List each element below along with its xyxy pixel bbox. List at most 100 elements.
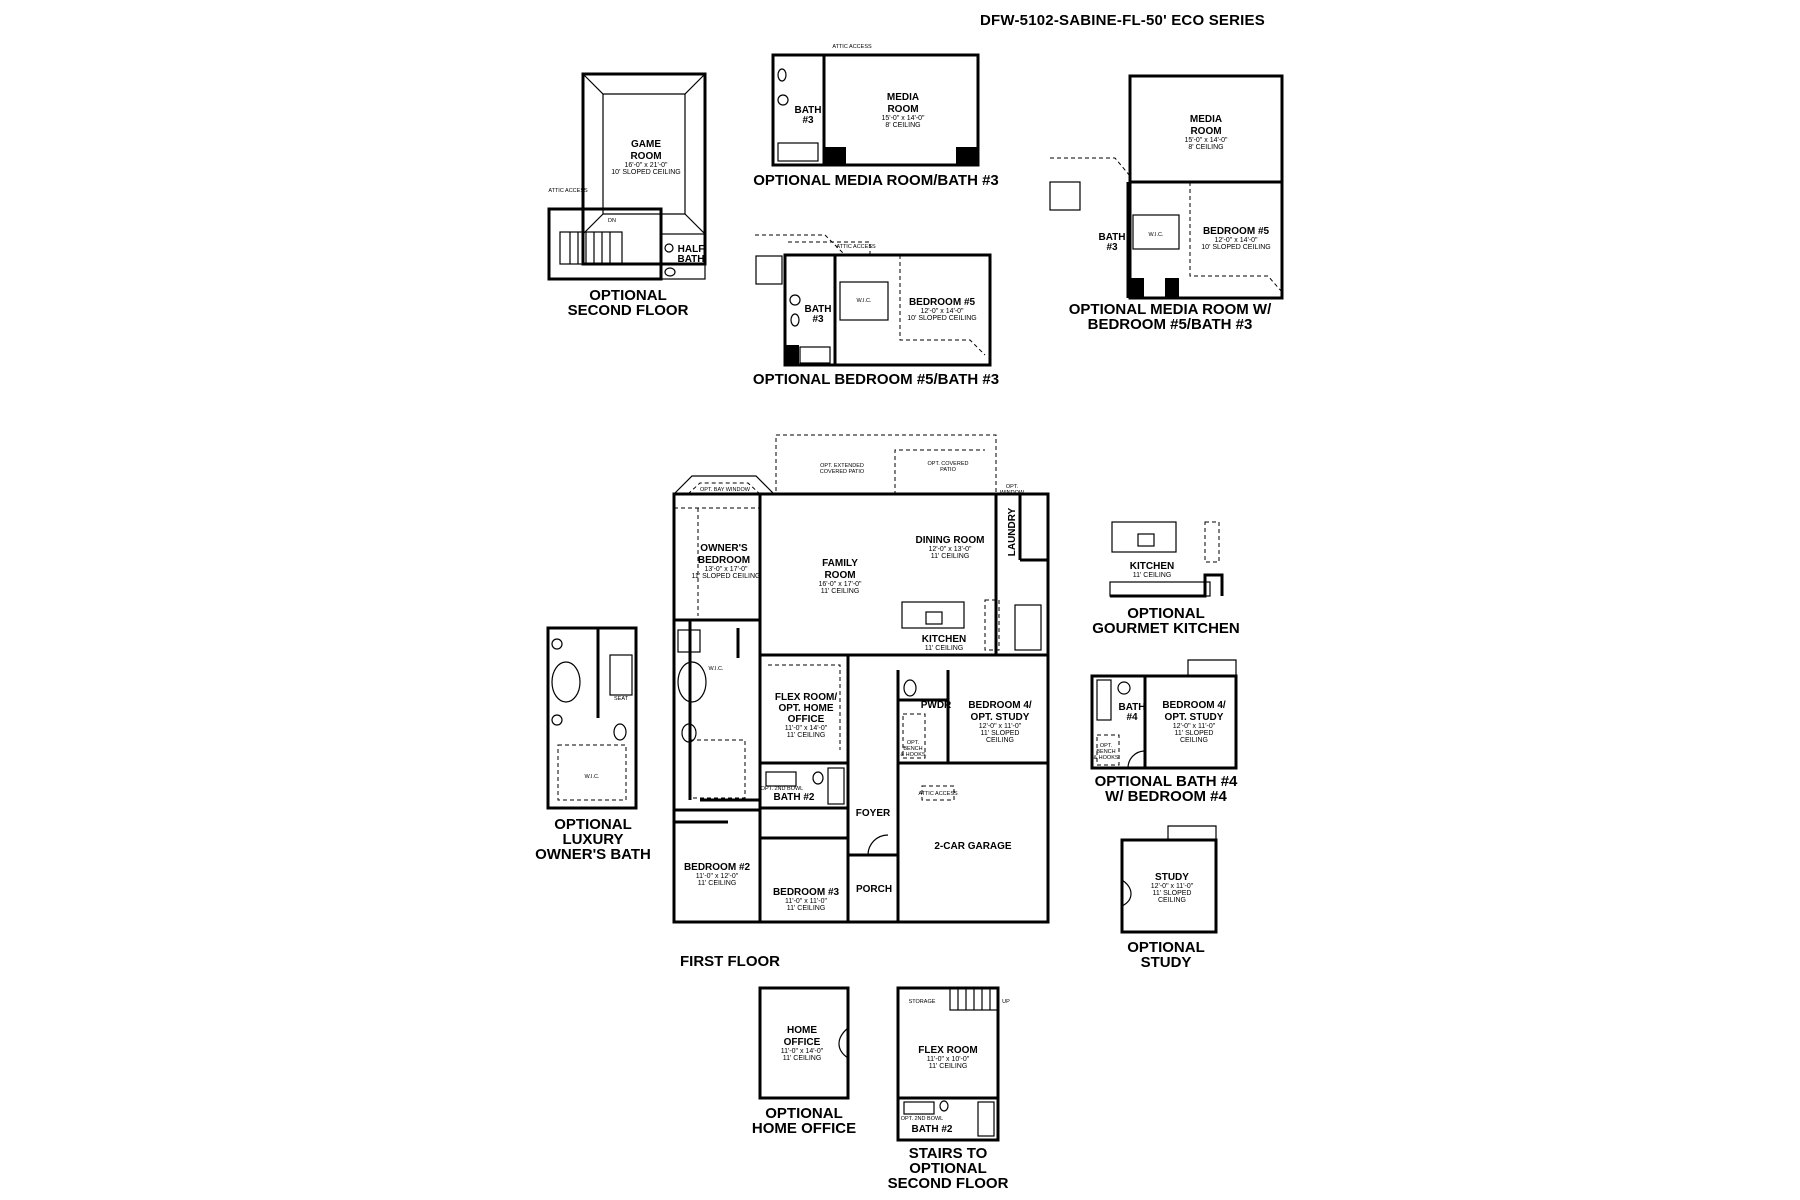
svg-text:CEILING: CEILING	[986, 737, 1014, 744]
svg-text:BEDROOM: BEDROOM	[698, 555, 750, 566]
svg-text:OFFICE: OFFICE	[784, 1037, 821, 1048]
svg-text:10' SLOPED CEILING: 10' SLOPED CEILING	[611, 169, 680, 176]
dining-room-label: DINING ROOM	[916, 535, 985, 546]
svg-text:11' CEILING: 11' CEILING	[931, 553, 970, 560]
flex-office-label: FLEX ROOM/	[775, 692, 837, 703]
svg-text:10' SLOPED CEILING: 10' SLOPED CEILING	[907, 315, 976, 322]
svg-text:11' CEILING: 11' CEILING	[783, 1055, 822, 1062]
seat-label: SEAT	[614, 696, 629, 702]
caption-gourmet-kitchen: OPTIONAL	[1127, 605, 1205, 622]
svg-text:11' SLOPED: 11' SLOPED	[1153, 890, 1192, 897]
svg-text:W.I.C.: W.I.C.	[585, 774, 600, 780]
svg-text:10' SLOPED CEILING: 10' SLOPED CEILING	[1201, 244, 1270, 251]
svg-text:W.I.C.: W.I.C.	[709, 666, 724, 672]
svg-text:11' SLOPED CEILING: 11' SLOPED CEILING	[692, 573, 761, 580]
svg-text:11'-0" x 14'-0": 11'-0" x 14'-0"	[785, 725, 828, 732]
bedroom3-label: BEDROOM #3	[773, 887, 840, 898]
svg-text:11'-0" x 10'-0": 11'-0" x 10'-0"	[927, 1056, 970, 1063]
home-office-label: HOME	[787, 1025, 817, 1036]
caption-media-bed5: OPTIONAL MEDIA ROOM W/	[1069, 301, 1272, 318]
svg-text:CEILING: CEILING	[1158, 897, 1186, 904]
svg-text:OPT.: OPT.	[1100, 743, 1113, 749]
flex-room-label: FLEX ROOM	[918, 1045, 977, 1056]
first-floor-plan: OPT. BAY WINDOW OPT. EXTENDED COVERED PA…	[672, 434, 1050, 970]
caption-second-floor: OPTIONAL	[589, 287, 667, 304]
optional-home-office-plan: HOME OFFICE 11'-0" x 14'-0" 11' CEILING …	[752, 986, 856, 1137]
caption-bed5-bath3: OPTIONAL BEDROOM #5/BATH #3	[753, 371, 999, 388]
garage-label: 2-CAR GARAGE	[934, 841, 1012, 852]
svg-text:OPT. 2ND BOWL: OPT. 2ND BOWL	[761, 786, 803, 792]
svg-text:8' CEILING: 8' CEILING	[885, 122, 920, 129]
porch-label: PORCH	[856, 884, 892, 895]
laundry-label: LAUNDRY	[1007, 507, 1018, 556]
kitchen-b-label: KITCHEN	[1130, 561, 1174, 572]
svg-text:SECOND FLOOR: SECOND FLOOR	[888, 1175, 1009, 1192]
caption-stairs: STAIRS TO	[909, 1145, 988, 1162]
svg-text:13'-0" x 17'-0": 13'-0" x 17'-0"	[704, 566, 748, 573]
svg-text:OPTIONAL: OPTIONAL	[909, 1160, 987, 1177]
svg-text:11' CEILING: 11' CEILING	[821, 588, 860, 595]
pwdr-label: PWDR	[921, 700, 952, 711]
media-room-b-label: MEDIA	[1190, 114, 1222, 125]
svg-text:11'-0" x 14'-0": 11'-0" x 14'-0"	[781, 1048, 824, 1055]
svg-text:11' CEILING: 11' CEILING	[698, 880, 737, 887]
svg-text:#3: #3	[802, 115, 814, 126]
svg-text:& HOOKS: & HOOKS	[900, 752, 925, 758]
bedroom4-study-label: BEDROOM 4/	[968, 700, 1032, 711]
svg-text:11' SLOPED: 11' SLOPED	[1175, 730, 1214, 737]
optional-gourmet-kitchen-plan: KITCHEN 11' CEILING OPTIONAL GOURMET KIT…	[1092, 521, 1240, 637]
optional-second-floor-plan: GAME ROOM 16'-0" x 21'-0" 10' SLOPED CEI…	[547, 72, 707, 319]
bedroom2-label: BEDROOM #2	[684, 862, 751, 873]
svg-text:OPT. 2ND BOWL: OPT. 2ND BOWL	[901, 1116, 943, 1122]
svg-text:BENCH: BENCH	[1096, 749, 1115, 755]
caption-luxury-bath: OPTIONAL	[554, 816, 632, 833]
svg-text:GOURMET KITCHEN: GOURMET KITCHEN	[1092, 620, 1240, 637]
svg-text:W/ BEDROOM #4: W/ BEDROOM #4	[1105, 788, 1227, 805]
caption-bath4: OPTIONAL BATH #4	[1095, 773, 1238, 790]
svg-text:12'-0" x 11'-0": 12'-0" x 11'-0"	[1173, 723, 1216, 730]
svg-text:PATIO: PATIO	[940, 467, 956, 473]
svg-text:12'-0" x 14'-0": 12'-0" x 14'-0"	[920, 308, 964, 315]
bath4-label: BATH	[1118, 702, 1145, 713]
caption-study: OPTIONAL	[1127, 939, 1205, 956]
caption-media-bath3: OPTIONAL MEDIA ROOM/BATH #3	[753, 172, 999, 189]
svg-text:COVERED PATIO: COVERED PATIO	[820, 469, 865, 475]
svg-text:12'-0" x 14'-0": 12'-0" x 14'-0"	[1214, 237, 1258, 244]
svg-text:11' SLOPED: 11' SLOPED	[981, 730, 1020, 737]
optional-bedroom5-bath3-plan: ATTIC ACCESS BATH #3 W.I.C. BEDROOM #5 1…	[753, 234, 999, 388]
svg-text:11'-0" x 12'-0": 11'-0" x 12'-0"	[696, 873, 739, 880]
half-bath-label: HALF	[678, 244, 705, 255]
up-label: UP	[1002, 999, 1010, 1005]
svg-text:OPT.: OPT.	[1006, 484, 1019, 490]
svg-text:CEILING: CEILING	[1180, 737, 1208, 744]
svg-text:OPT.: OPT.	[907, 740, 920, 746]
svg-text:#4: #4	[1126, 712, 1138, 723]
svg-text:12'-0" x 11'-0": 12'-0" x 11'-0"	[1151, 883, 1194, 890]
svg-text:SECOND FLOOR: SECOND FLOOR	[568, 302, 689, 319]
foyer-label: FOYER	[856, 808, 891, 819]
svg-text:OPT. EXTENDED: OPT. EXTENDED	[820, 463, 864, 469]
svg-text:12'-0" x 13'-0": 12'-0" x 13'-0"	[928, 546, 972, 553]
optional-luxury-bath-plan: SEAT W.I.C. OPTIONAL LUXURY OWNER'S BATH	[535, 626, 651, 863]
dn-label: DN	[608, 218, 616, 224]
svg-text:11'-0" x 11'-0": 11'-0" x 11'-0"	[785, 898, 828, 905]
svg-text:OPT. STUDY: OPT. STUDY	[1165, 712, 1224, 723]
svg-text:ROOM: ROOM	[824, 570, 855, 581]
svg-text:BENCH: BENCH	[903, 746, 922, 752]
svg-text:ATTIC ACCESS: ATTIC ACCESS	[918, 791, 958, 797]
bedroom4-b-label: BEDROOM 4/	[1162, 700, 1226, 711]
svg-text:OPT. HOME: OPT. HOME	[778, 703, 833, 714]
svg-text:11' CEILING: 11' CEILING	[787, 732, 826, 739]
media-room-label: MEDIA	[887, 92, 919, 103]
svg-text:ROOM: ROOM	[1190, 126, 1221, 137]
svg-text:OPT. COVERED: OPT. COVERED	[928, 461, 969, 467]
bath2-b-label: BATH #2	[912, 1124, 953, 1135]
svg-text:ATTIC ACCESS: ATTIC ACCESS	[832, 44, 872, 50]
optional-media-bed5-plan: MEDIA ROOM 15'-0" x 14'-0" 8' CEILING BA…	[1049, 74, 1284, 333]
caption-home-office: OPTIONAL	[765, 1105, 843, 1122]
svg-text:BEDROOM #5/BATH #3: BEDROOM #5/BATH #3	[1088, 316, 1253, 333]
attic-access-label: ATTIC ACCESS	[548, 188, 588, 194]
svg-text:OFFICE: OFFICE	[788, 714, 825, 725]
bedroom5-b-label: BEDROOM #5	[1203, 226, 1270, 237]
